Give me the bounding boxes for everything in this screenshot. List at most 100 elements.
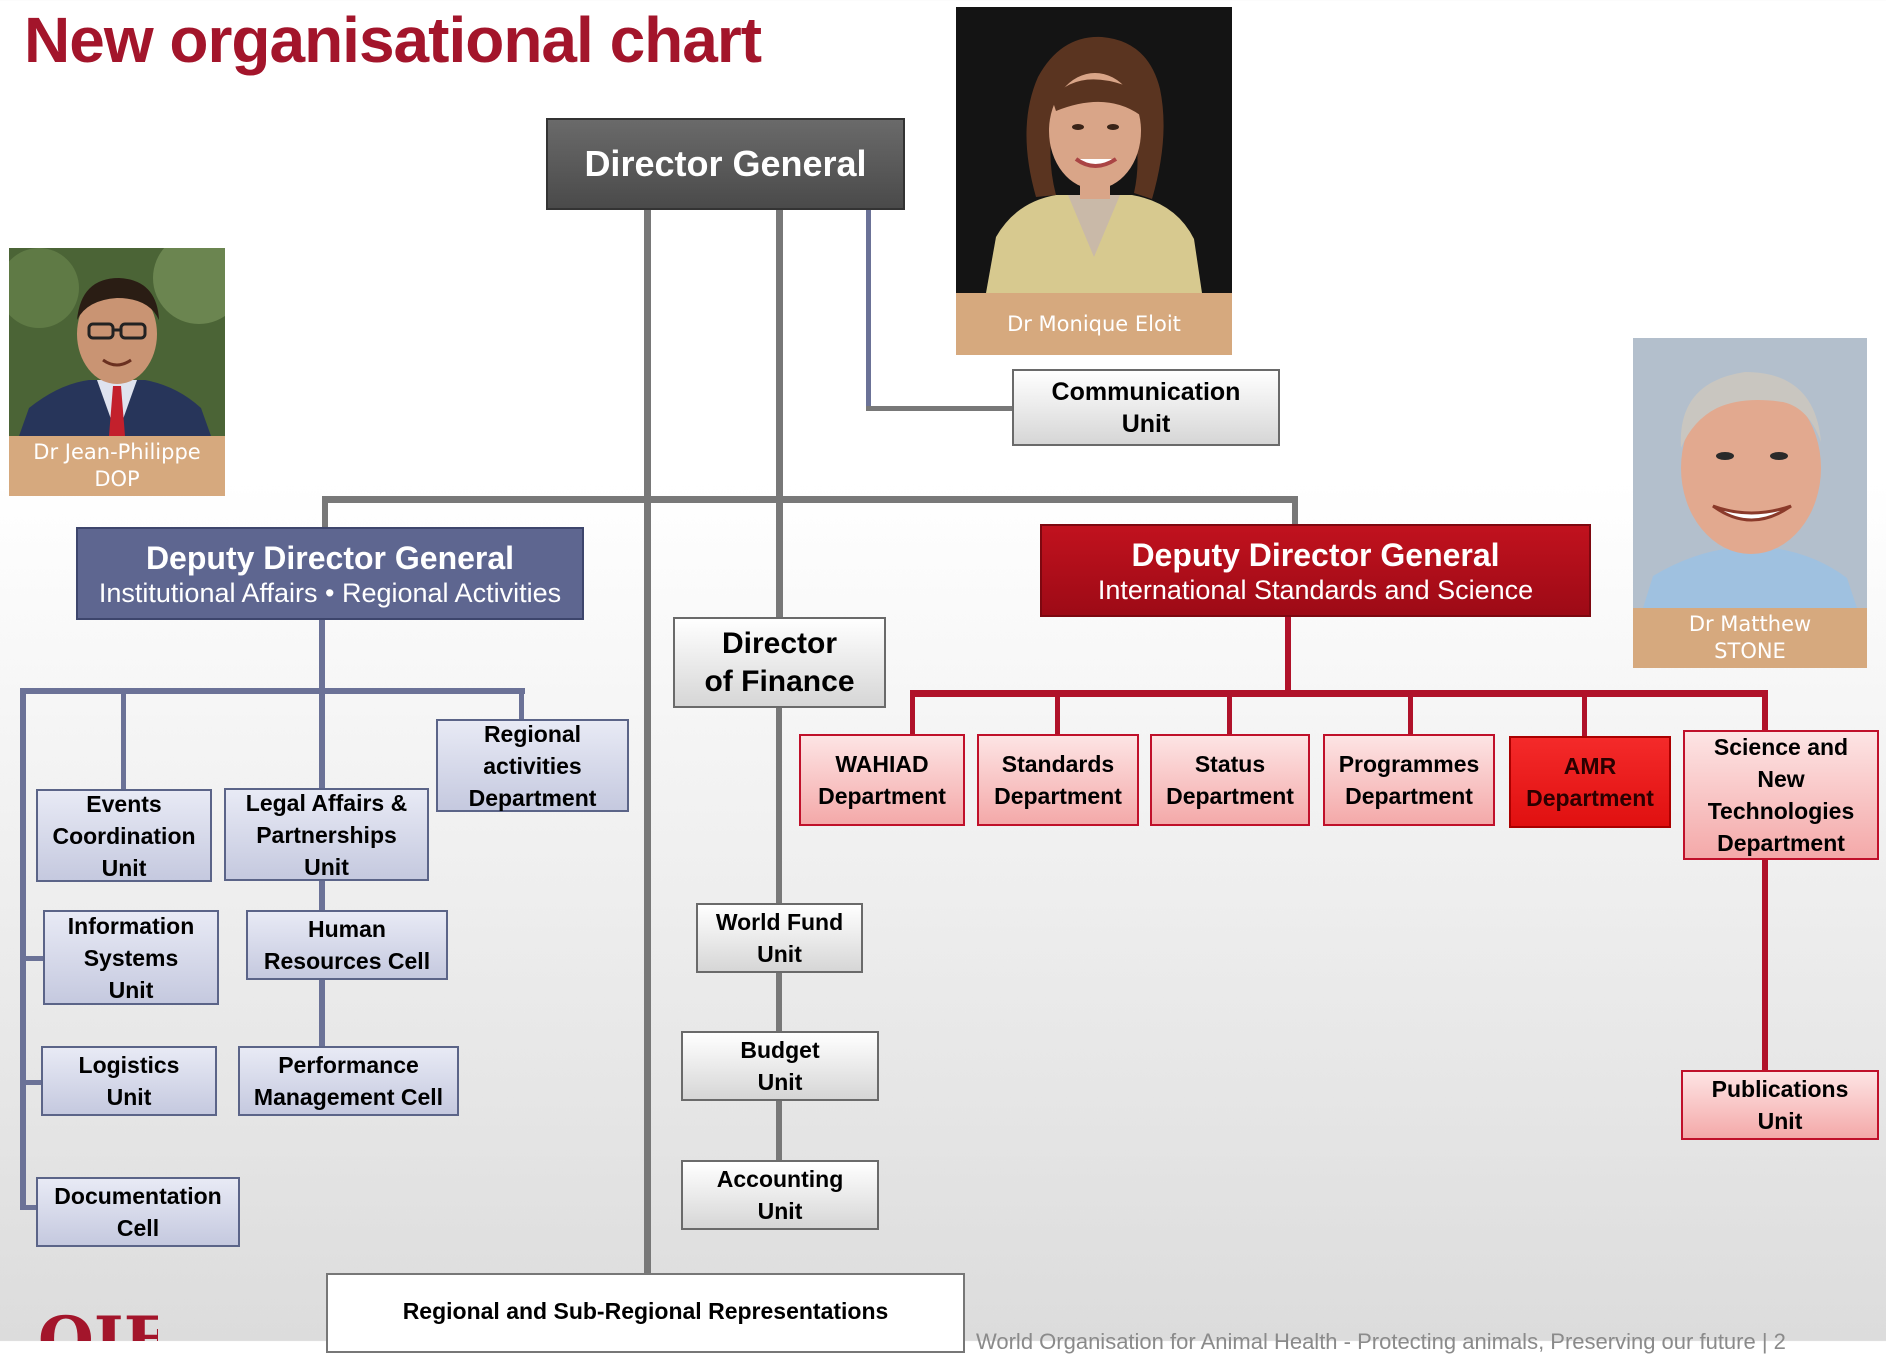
connector-amr-drop [1582,690,1587,736]
documentation-line-1: Documentation [54,1183,222,1209]
world-fund-line-1: World Fund [715,909,844,935]
information-systems-line-2: Systems [83,944,179,971]
portrait-monique-eloit [956,7,1232,293]
programmes-line-1: Programmes [1338,751,1480,777]
connector-left-rail [20,688,26,1210]
caption-jean-philippe-dop: Dr Jean-Philippe DOP [9,436,225,496]
ddg-standards-title: Deputy Director General [1131,536,1500,573]
communication-unit-line-2: Unit [1121,409,1171,438]
wahiad-line-2: Department [818,783,946,809]
regional-activities-line-1: Regional [483,720,582,747]
amr-line-1: AMR [1563,753,1617,779]
connector-ddg-left-drop [322,496,328,530]
connector-rail-logistics [20,1080,42,1085]
ddg-institutional-subtitle: Institutional Affairs • Regional Activit… [98,577,562,608]
human-resources-cell-box: Human Resources Cell [246,910,448,980]
accounting-unit-box: Accounting Unit [681,1160,879,1230]
oie-logo: OIE [38,1306,158,1341]
portrait-matthew-stone [1633,338,1867,608]
science-line-4: Department [1717,830,1845,856]
connector-left-horizontal [20,688,525,694]
standards-line-2: Department [994,783,1122,809]
publications-line-2: Unit [1757,1108,1803,1134]
performance-line-2: Management Cell [253,1084,444,1110]
regional-activities-department-box: Regional activities Department [436,719,629,812]
logistics-line-2: Unit [106,1084,152,1110]
connector-right-stem [1285,614,1291,694]
regional-representations-label: Regional and Sub-Regional Representation… [402,1298,889,1324]
human-resources-line-1: Human [308,916,386,942]
director-finance-line-2: of Finance [704,664,855,698]
regional-activities-line-2: activities [483,752,582,779]
logistics-line-1: Logistics [78,1052,180,1078]
caption-jean-philippe-line-1: Dr Jean-Philippe [33,440,201,464]
director-general-label: Director General [584,143,867,184]
caption-matthew-line-1: Dr Matthew [1688,612,1812,636]
information-systems-line-1: Information [67,912,195,939]
connector-communication-horizontal [866,406,1014,411]
caption-matthew-stone: Dr Matthew STONE [1633,608,1867,668]
connector-right-horizontal [910,690,1768,697]
logistics-unit-box: Logistics Unit [41,1046,217,1116]
world-fund-unit-box: World Fund Unit [696,903,863,973]
director-finance-line-1: Director [721,626,838,660]
connector-status-drop [1227,690,1232,734]
connector-rail-info [20,956,44,961]
performance-line-1: Performance [278,1052,419,1078]
events-line-3: Unit [101,854,147,881]
performance-management-cell-box: Performance Management Cell [238,1046,459,1116]
caption-jean-philippe-line-2: DOP [94,467,140,491]
events-line-2: Coordination [52,822,196,849]
wahiad-line-1: WAHIAD [835,751,929,777]
ddg-institutional-box: Deputy Director General Institutional Af… [76,527,584,620]
information-systems-unit-box: Information Systems Unit [43,910,219,1005]
documentation-line-2: Cell [116,1215,160,1241]
wahiad-department-box: WAHIAD Department [799,734,965,826]
budget-unit-box: Budget Unit [681,1031,879,1101]
connector-science-to-publications [1762,858,1768,1072]
information-systems-line-3: Unit [108,976,154,1003]
ddg-institutional-title: Deputy Director General [145,539,515,576]
events-line-1: Events [86,790,162,817]
science-line-2: New [1757,766,1805,792]
legal-affairs-unit-box: Legal Affairs & Partnerships Unit [224,788,429,881]
portrait-jean-philippe-dop-image [9,248,225,436]
ddg-standards-subtitle: International Standards and Science [1097,574,1534,605]
amr-line-2: Department [1526,785,1654,811]
programmes-line-2: Department [1345,783,1473,809]
communication-unit-box: Communication Unit [1012,369,1280,446]
events-coordination-unit-box: Events Coordination Unit [36,789,212,882]
amr-department-box: AMR Department [1509,736,1671,828]
publications-unit-box: Publications Unit [1681,1070,1879,1140]
portrait-jean-philippe-dop [9,248,225,436]
connector-dg-to-communication [866,208,871,411]
regional-activities-line-3: Department [468,784,597,811]
connector-ddg-horizontal [322,496,1297,503]
status-department-box: Status Department [1150,734,1310,826]
standards-line-1: Standards [1001,751,1115,777]
director-general-box: Director General [546,118,905,210]
connector-events-drop [121,688,126,792]
world-fund-line-2: Unit [757,941,802,967]
science-line-3: Technologies [1707,798,1855,824]
oie-logo-mark: OIE [38,1306,158,1341]
director-finance-box: Director of Finance [673,617,886,708]
connector-programmes-drop [1408,690,1413,734]
human-resources-line-2: Resources Cell [263,948,431,974]
footer-text: World Organisation for Animal Health - P… [976,1329,1786,1354]
connector-rail-documentation [20,1205,38,1210]
ddg-standards-box: Deputy Director General International St… [1040,524,1591,617]
connector-ddg-right-drop [1292,496,1298,526]
portrait-matthew-stone-image [1633,338,1867,608]
budget-line-1: Budget [740,1037,820,1063]
oie-logo-text: OIE [38,1306,158,1341]
portrait-monique-eloit-image [956,7,1232,293]
connector-dg-to-regional [644,208,651,1275]
accounting-line-2: Unit [757,1198,803,1224]
connector-dg-to-finance [776,208,783,618]
documentation-cell-box: Documentation Cell [36,1177,240,1247]
science-line-1: Science and [1713,734,1849,760]
connector-standards-drop [1055,690,1060,734]
accounting-line-1: Accounting [716,1166,844,1192]
budget-line-2: Unit [757,1069,803,1095]
